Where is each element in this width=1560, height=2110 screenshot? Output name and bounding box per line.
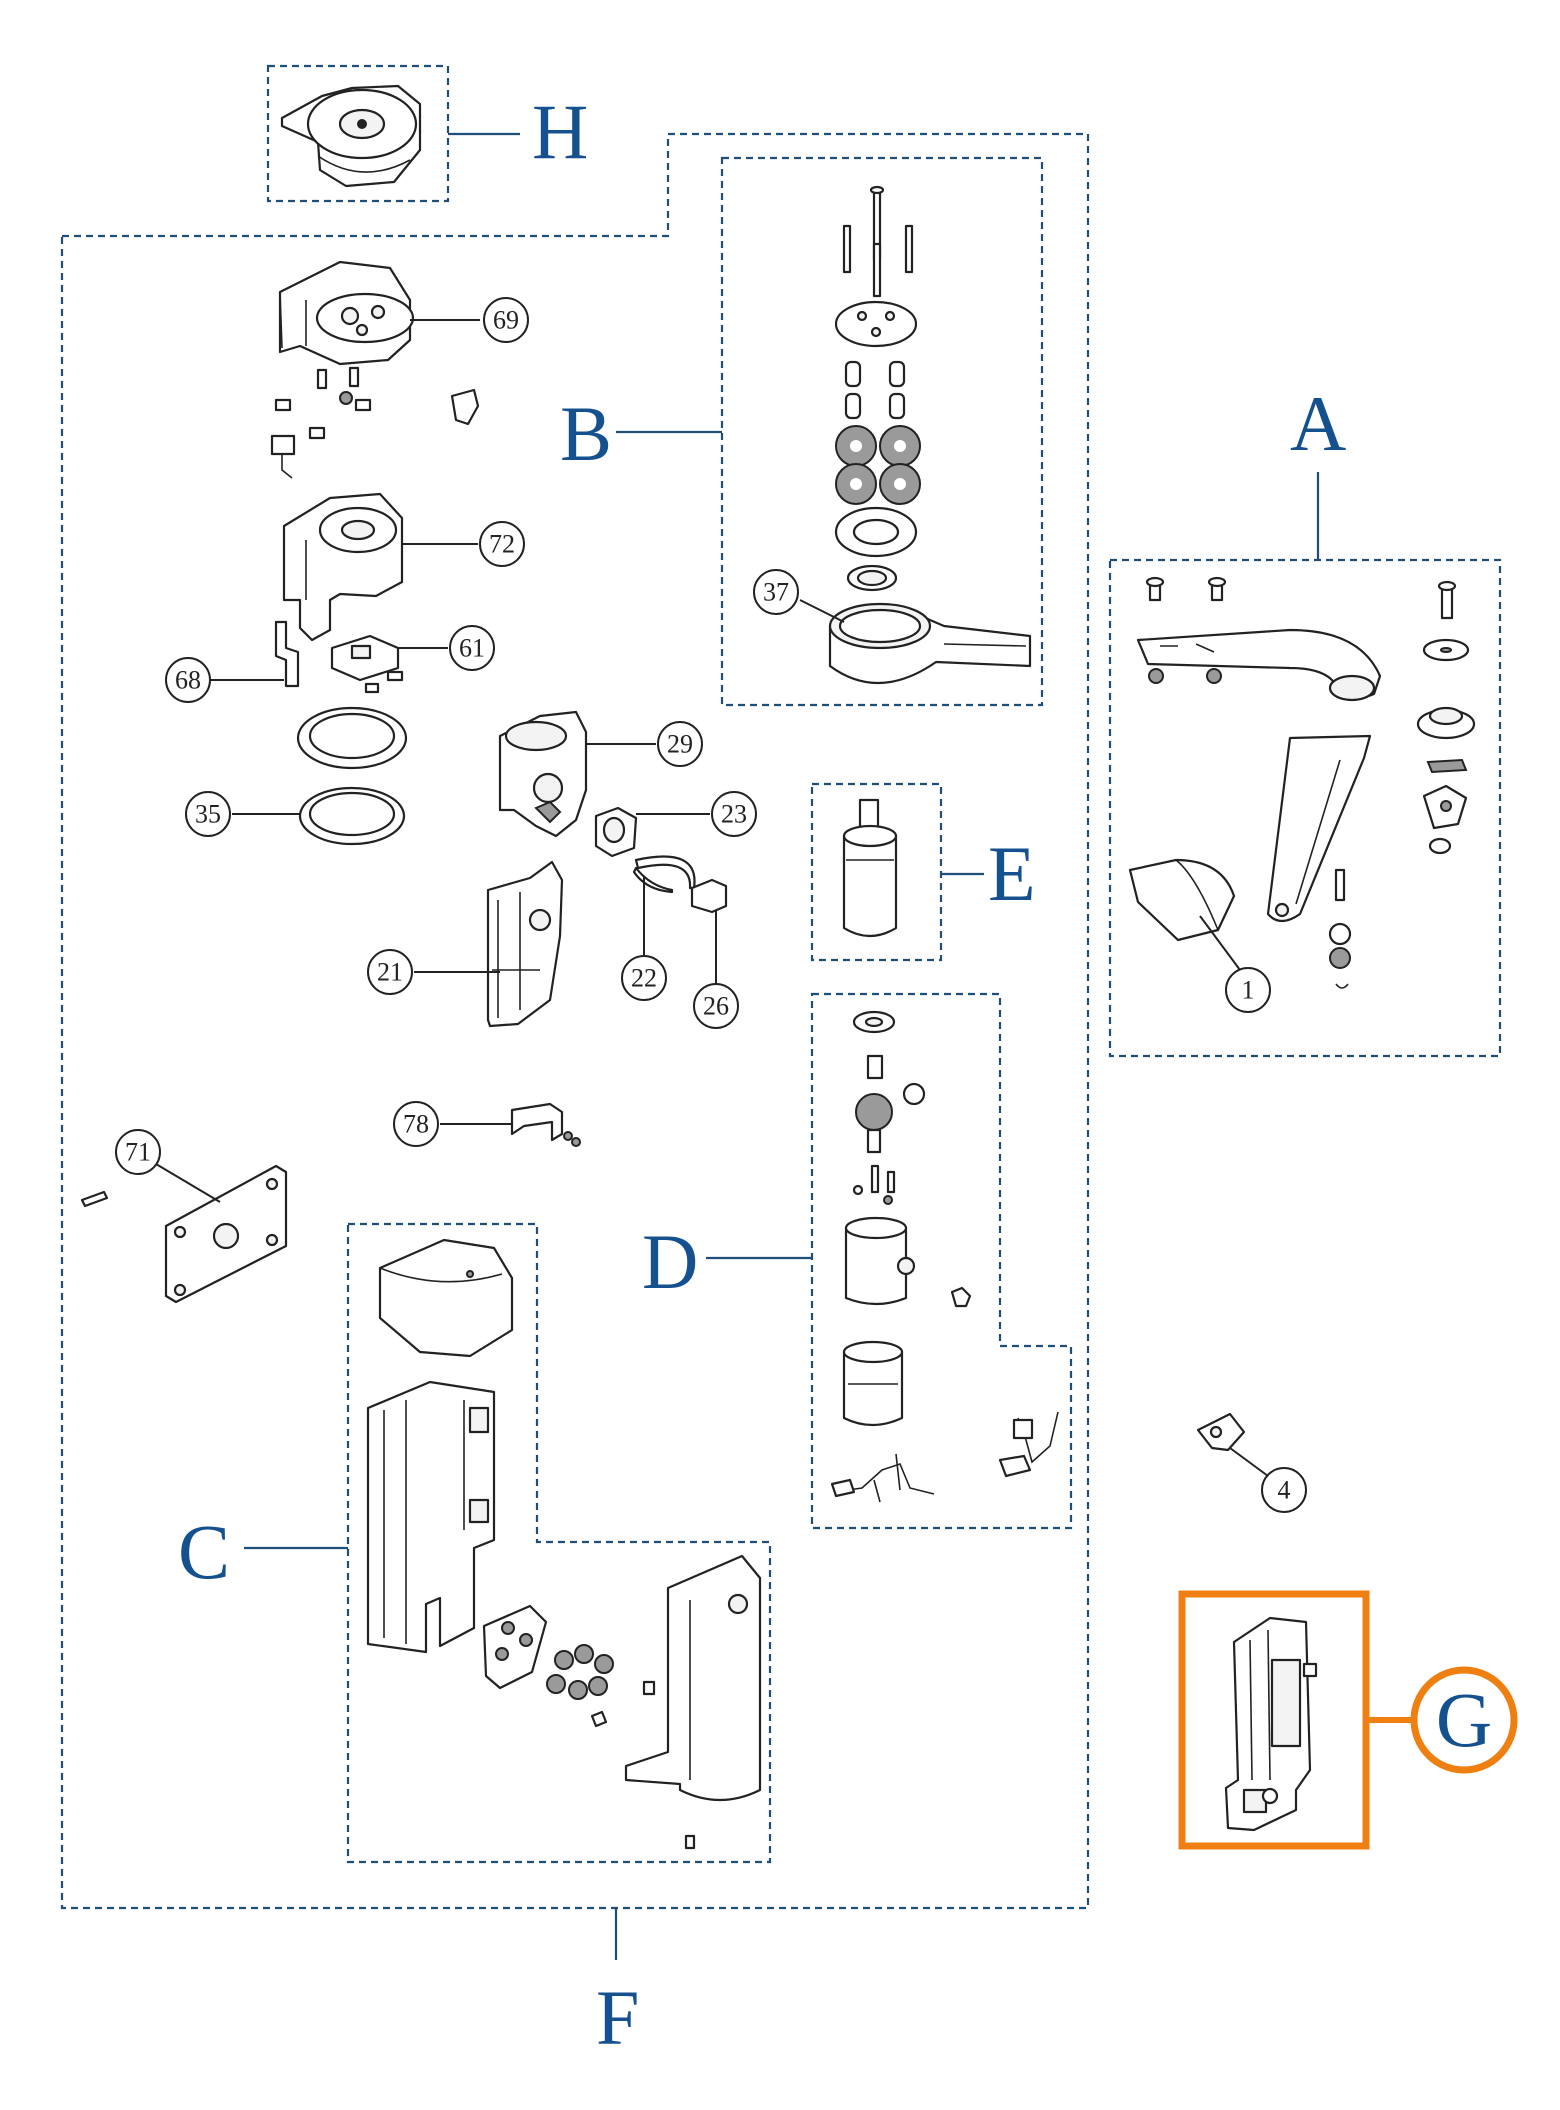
part-23-cap: [594, 806, 638, 858]
group-label-e: E: [988, 830, 1036, 917]
part-71-mounting-plate: [164, 1164, 288, 1304]
part-number-78: 78: [403, 1110, 429, 1139]
part-number-4: 4: [1278, 1476, 1291, 1505]
part-h-lid-module: [280, 84, 422, 188]
part-72-mid-housing: [282, 492, 404, 642]
part-number-72: 72: [489, 530, 515, 559]
part-68-bracket: [274, 620, 300, 688]
part-number-37: 37: [763, 578, 789, 607]
part-29-gearbox-housing: [498, 710, 588, 838]
group-f-outline: [60, 132, 1090, 1910]
group-label-g: G: [1436, 1676, 1492, 1763]
part-number-29: 29: [667, 730, 693, 759]
group-h-outline: [266, 64, 450, 203]
pin-71: [80, 1190, 109, 1208]
part-26-clip: [690, 878, 728, 914]
gasket-upper: [296, 706, 408, 770]
part-number-22: 22: [631, 964, 657, 993]
part-number-68: 68: [175, 666, 201, 695]
group-label-d: D: [642, 1218, 698, 1305]
part-d-drive-assembly: [830, 1010, 1059, 1503]
part-number-21: 21: [377, 958, 403, 987]
part-number-61: 61: [459, 634, 485, 663]
part-78-bracket: [510, 1102, 581, 1147]
part-69-top-housing: [278, 260, 415, 366]
part-21-motor-carrier: [486, 860, 564, 1028]
group-label-h: H: [532, 88, 588, 175]
group-label-c: C: [178, 1508, 230, 1595]
part-e-motor: [842, 798, 898, 938]
part-a-arm-assembly: [1128, 576, 1476, 989]
part-number-71: 71: [125, 1138, 151, 1167]
part-number-26: 26: [703, 992, 729, 1021]
screw-set-69: [270, 366, 480, 479]
part-number-35: 35: [195, 800, 221, 829]
part-c-lower-housing: [366, 1238, 762, 1850]
group-g-badge: [1410, 1666, 1518, 1774]
part-61-switch-block: [330, 634, 404, 694]
group-b-outline: [720, 156, 1044, 707]
group-label-f: F: [596, 1974, 639, 2061]
group-e-outline: [810, 782, 943, 962]
group-label-b: B: [560, 390, 612, 477]
gasket-35: [298, 786, 406, 846]
group-label-a: A: [1290, 380, 1346, 467]
group-a-outline: [1108, 558, 1502, 1058]
part-b-gear-set: [828, 185, 1032, 684]
part-number-23: 23: [721, 800, 747, 829]
part-number-1: 1: [1242, 976, 1255, 1005]
part-g-control-module: [1224, 1616, 1318, 1832]
part-4-key: [1196, 1412, 1246, 1452]
part-number-69: 69: [493, 306, 519, 335]
group-c-outline: [346, 1222, 772, 1864]
